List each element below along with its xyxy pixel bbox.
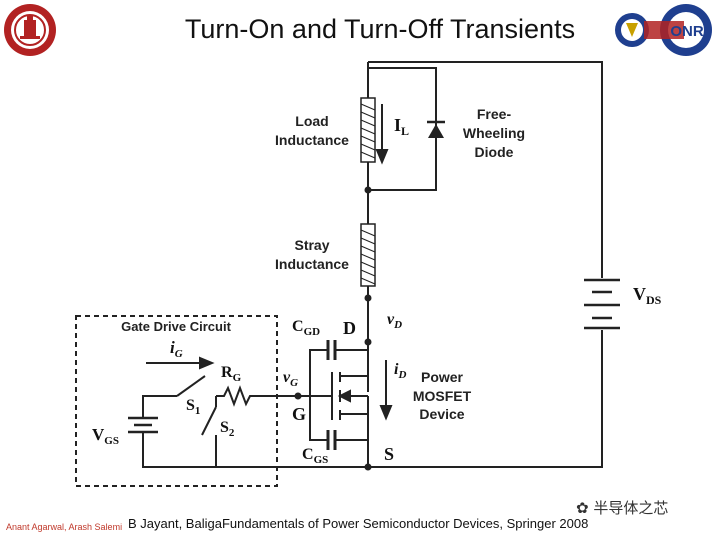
gate-terminal-label: G <box>292 404 306 424</box>
watermark-text: 半导体之芯 <box>593 499 669 517</box>
device-label-2: MOSFET <box>413 388 472 404</box>
switch-s2 <box>201 406 217 438</box>
slide-title: Turn-On and Turn-Off Transients <box>184 14 576 44</box>
university-seal-logo <box>4 4 56 56</box>
stray-inductance-label-1: Stray <box>294 237 329 253</box>
cgd-capacitor <box>309 340 368 396</box>
drain-current-label: iD <box>394 361 406 381</box>
device-label-3: Device <box>419 406 464 422</box>
diode-label-3: Diode <box>475 144 514 160</box>
gate-drive-box <box>75 315 278 487</box>
onr-logo-text: ONR <box>670 23 704 40</box>
vgs-label: VGS <box>92 425 119 447</box>
load-current-arrow <box>375 104 389 165</box>
supply-bottom-wire <box>142 330 603 468</box>
onr-seal-logo: ONR <box>615 4 712 56</box>
cgs-capacitor <box>309 396 368 450</box>
gate-current-label: iG <box>170 338 183 360</box>
switch2-label: S2 <box>220 419 235 439</box>
diode-label-2: Wheeling <box>463 125 525 141</box>
stray-inductor <box>360 223 376 287</box>
gate-supply-top-wire <box>142 395 177 418</box>
device-label-1: Power <box>421 369 464 385</box>
junction-dot <box>364 294 372 302</box>
diode-label-1: Free- <box>477 106 512 122</box>
switch1-label: S1 <box>186 397 200 417</box>
cgd-label: CGD <box>292 318 320 338</box>
drain-terminal-label: D <box>343 318 356 338</box>
vgs-battery <box>128 416 158 434</box>
gate-voltage-label: vG <box>283 369 298 389</box>
load-inductor <box>360 97 376 163</box>
top-wire <box>368 61 603 278</box>
load-current-label: IL <box>394 115 409 138</box>
author-credit: Anant Agarwal, Arash Salemi <box>6 522 123 532</box>
stray-inductance-label-2: Inductance <box>275 256 349 272</box>
junction-dot <box>364 186 372 194</box>
wechat-icon: ✿ <box>576 499 594 517</box>
source-terminal-label: S <box>384 444 394 464</box>
vds-label: VDS <box>633 284 662 307</box>
mosfet-symbol <box>298 342 369 467</box>
gate-resistor <box>216 385 252 407</box>
watermark: ✿ 半导体之芯 <box>576 497 668 518</box>
freewheeling-diode-symbol <box>427 120 445 138</box>
cgs-label: CGS <box>302 446 328 466</box>
load-inductance-label-1: Load <box>295 113 328 129</box>
reference-citation: B Jayant, BaligaFundamentals of Power Se… <box>128 516 589 531</box>
gate-resistor-label: RG <box>221 364 242 384</box>
gate-drive-title: Gate Drive Circuit <box>121 319 231 334</box>
drain-voltage-label: vD <box>387 311 402 331</box>
vds-battery <box>584 278 620 330</box>
gate-current-arrow <box>146 356 215 370</box>
switch-s1 <box>176 375 206 397</box>
drain-current-arrow <box>379 360 393 421</box>
load-inductance-label-2: Inductance <box>275 132 349 148</box>
